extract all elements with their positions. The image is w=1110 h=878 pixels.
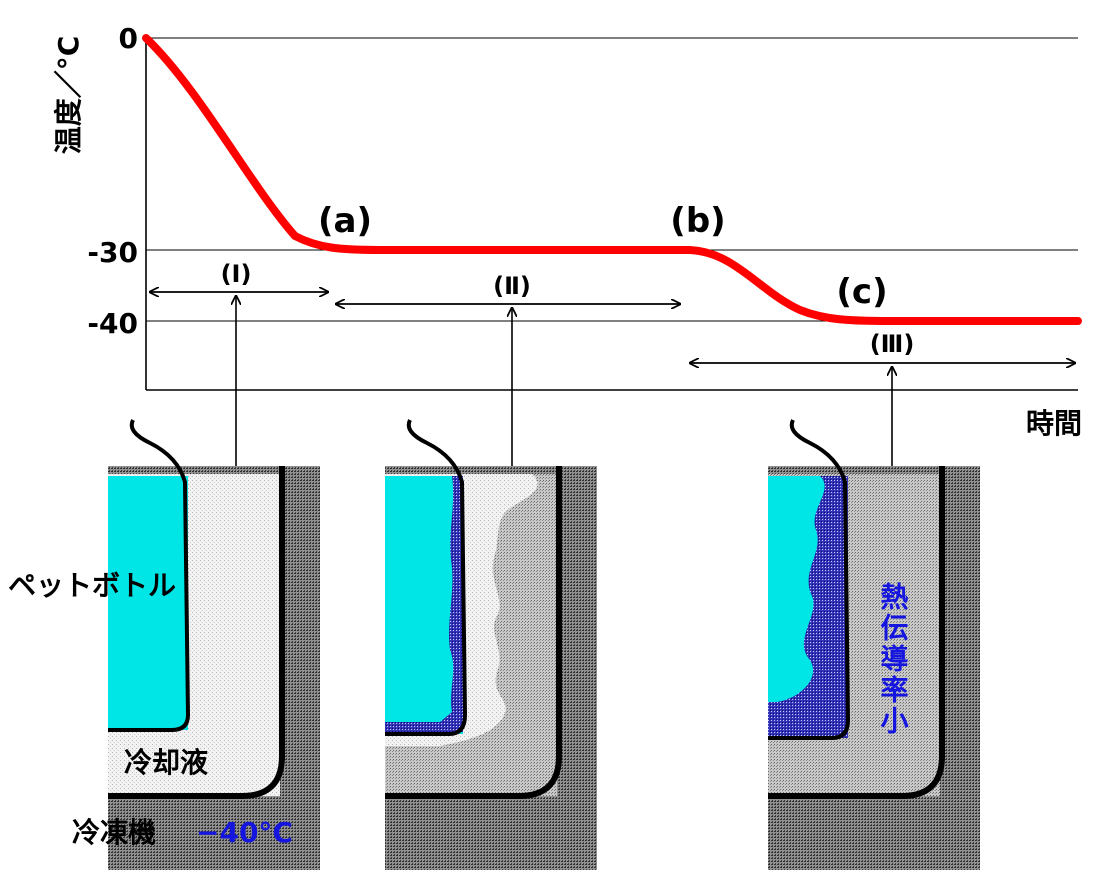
point-label-c: (c) — [836, 272, 887, 312]
y-tick-minus30: -30 — [87, 236, 138, 269]
bottle-outline — [385, 419, 468, 736]
vessel-wall — [768, 466, 945, 799]
stage-2-container — [385, 419, 597, 870]
freezer-label: 冷凍機 — [72, 816, 156, 849]
vessel-wall — [108, 466, 285, 799]
phase-label-1: (Ⅰ) — [221, 260, 252, 288]
vessel-wall — [385, 466, 562, 799]
freezer-temp-label: −40°C — [196, 816, 293, 849]
chart: 温度／°C 0 -30 -40 時間 (a) (b) (c) (Ⅰ) (Ⅱ) (… — [52, 22, 1082, 474]
y-tick-0: 0 — [119, 22, 138, 55]
water-remaining — [768, 476, 825, 702]
point-label-b: (b) — [670, 201, 725, 241]
x-axis-label: 時間 — [1026, 407, 1082, 440]
ice-layer — [385, 476, 463, 732]
coolant-label: 冷却液 — [124, 746, 208, 779]
phase-label-3: (Ⅲ) — [870, 330, 915, 358]
point-label-a: (a) — [318, 201, 372, 241]
phase-label-2: (Ⅱ) — [493, 272, 531, 300]
water — [385, 476, 463, 734]
stage-3-container — [768, 419, 980, 870]
water — [108, 476, 188, 730]
bottle-outline — [768, 419, 851, 740]
conductivity-label: 熱伝導率小 — [877, 582, 910, 737]
y-axis-label: 温度／°C — [52, 36, 85, 155]
bottle-label: ペットボトル — [8, 569, 176, 602]
stage-1-container — [108, 419, 320, 870]
y-tick-minus40: -40 — [87, 307, 138, 340]
bottle-outline — [108, 419, 191, 732]
temperature-curve — [142, 34, 1082, 325]
